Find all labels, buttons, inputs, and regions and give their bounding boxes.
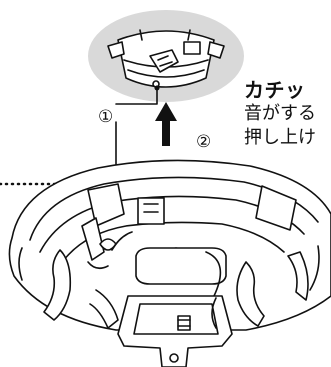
step-2-marker: ② xyxy=(196,132,211,152)
hands xyxy=(43,249,309,329)
part-1-marker: ① xyxy=(98,107,113,127)
callout-bold-text: カチッ xyxy=(244,78,306,102)
callout-line-2: 押し上け xyxy=(244,127,316,148)
ceiling-adapter xyxy=(88,10,244,102)
callout-line-1: 音がする xyxy=(244,103,316,124)
mount-bracket xyxy=(117,295,233,367)
control-box xyxy=(135,247,227,297)
up-arrow-icon xyxy=(155,102,177,146)
